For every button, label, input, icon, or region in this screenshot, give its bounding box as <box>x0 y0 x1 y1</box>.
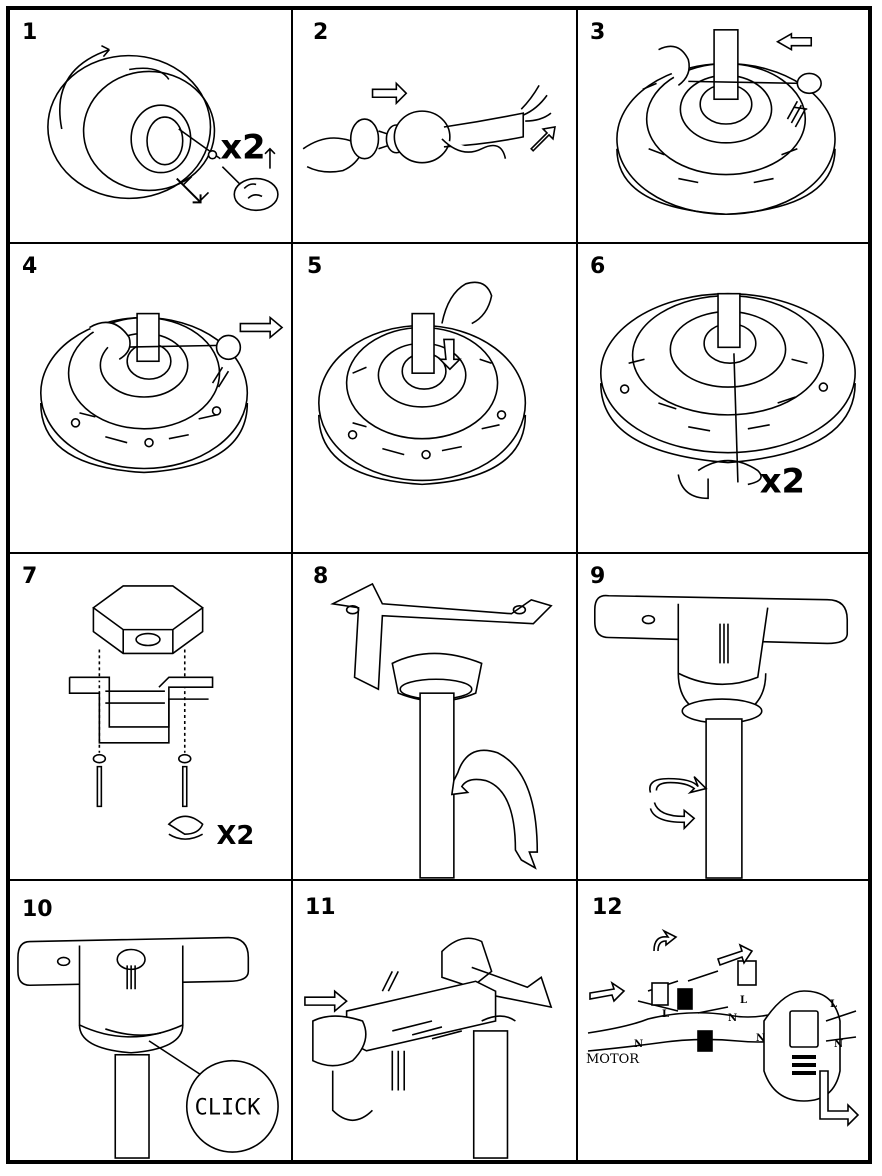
step-number: 12 <box>592 895 623 920</box>
step-12-illustration: MOTOR N L N L N L N <box>586 928 860 1127</box>
step-4-panel: 4 <box>10 244 293 554</box>
step-5-illustration <box>318 281 527 486</box>
step-7-illustration: X2 <box>68 585 255 851</box>
wire-tag: N <box>728 1013 737 1024</box>
step-number: 3 <box>590 20 606 45</box>
step-1-quantity: x2 <box>220 128 265 167</box>
wire-tag: N <box>834 1039 843 1050</box>
step-12-panel: 12 MOTOR N L N L N L N <box>578 881 868 1160</box>
step-2-illustration <box>302 81 556 173</box>
step-11-illustration <box>304 937 553 1159</box>
step-1-illustration: x2 <box>47 44 279 212</box>
wire-tag: N <box>634 1039 643 1050</box>
step-number: 6 <box>590 254 606 279</box>
step-number: 7 <box>22 564 38 589</box>
step-number: 10 <box>22 897 53 922</box>
step-number: 5 <box>307 254 323 279</box>
step-5-panel: 5 <box>293 244 578 554</box>
click-callout: CLICK <box>195 1095 262 1120</box>
wire-tag: N <box>756 1033 765 1044</box>
step-number: 9 <box>590 564 606 589</box>
wire-tag: L <box>830 999 837 1010</box>
step-1-panel: 1 x2 <box>10 10 293 244</box>
step-8-panel: 8 <box>293 554 578 881</box>
step-7-panel: 7 X2 <box>10 554 293 881</box>
wire-tag: L <box>662 1009 669 1020</box>
step-number: 2 <box>313 20 329 45</box>
step-4-illustration <box>39 312 284 474</box>
step-6-illustration: x2 <box>599 292 856 500</box>
step-2-panel: 2 <box>293 10 578 244</box>
step-9-panel: 9 <box>578 554 868 881</box>
step-9-illustration <box>593 594 849 879</box>
step-number: 8 <box>313 564 329 589</box>
step-number: 4 <box>22 254 38 279</box>
motor-label: MOTOR <box>586 1052 640 1067</box>
step-8-illustration <box>330 582 553 879</box>
step-6-quantity: x2 <box>760 461 805 500</box>
step-11-panel: 11 <box>293 881 578 1160</box>
step-number: 1 <box>22 20 38 45</box>
step-10-illustration: CLICK <box>17 936 279 1159</box>
step-7-quantity: X2 <box>217 821 255 851</box>
step-number: 11 <box>305 895 336 920</box>
step-3-illustration <box>616 29 836 216</box>
step-6-panel: 6 x2 <box>578 244 868 554</box>
step-3-panel: 3 <box>578 10 868 244</box>
wire-tag: L <box>740 995 747 1006</box>
steps-grid: 1 x2 2 <box>6 6 872 1164</box>
step-10-panel: 10 CLICK <box>10 881 293 1160</box>
